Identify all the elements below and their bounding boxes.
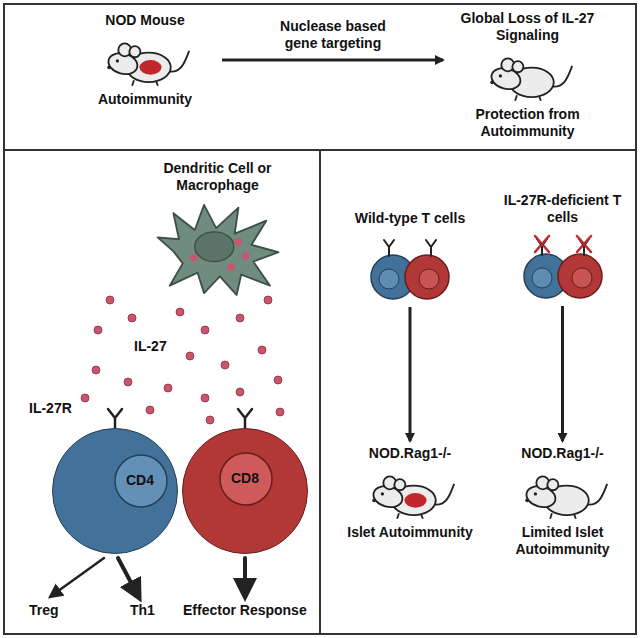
mouse-node: NOD MouseAutoimmunity [70,12,220,108]
mouse-caption: Limited Islet Autoimmunity [493,524,633,558]
cell-name: CD4 [126,472,154,489]
mouse-node: NOD.Rag1-/- Islet Autoimmunity [335,445,485,541]
mouse-caption: Autoimmunity [98,91,192,108]
mouse-illustration [99,32,191,88]
mouse-illustration [482,47,574,103]
t-cell: CD8 [182,428,308,554]
cell-name: CD8 [231,470,259,487]
connector-arrow [409,307,412,441]
il27-receptors [108,409,252,430]
t-cell-pair-art [345,231,475,303]
mouse-illustration [517,465,609,521]
connector-arrow [561,306,564,441]
outcome-label: Th1 [130,602,155,619]
nucleus [53,429,176,552]
mouse-heading: NOD.Rag1-/- [369,445,451,462]
connector-arrow [222,59,443,62]
mouse-caption: Islet Autoimmunity [347,524,473,541]
output-arrows [54,558,245,594]
mouse-heading: NOD Mouse [105,12,184,29]
dendritic-cell-shape [153,200,283,298]
panel-borders [4,4,636,634]
cell-label: Dendritic Cell or Macrophage [143,160,293,194]
il27-dots [81,296,284,424]
t-cell-pair-art [498,230,628,302]
dendritic-cell: Dendritic Cell or Macrophage [135,160,300,298]
nucleus [183,429,306,552]
receptor-label: IL-27R [29,400,72,417]
mouse-caption: Protection from Autoimmunity [453,106,603,140]
mouse-heading: NOD.Rag1-/- [521,445,603,462]
t-cell-pair: Wild-type T cells [340,210,480,303]
outcome-label: Treg [29,602,59,619]
cytokine-label: IL-27 [134,338,167,355]
edge-label: Nuclease based gene targeting [265,18,401,52]
group-label: Wild-type T cells [355,210,465,227]
mouse-heading: Global Loss of IL-27 Signaling [453,10,603,44]
t-cell-pair: IL-27R-deficient T cells [495,192,630,302]
outcome-label: Effector Response [183,602,307,619]
mouse-node: NOD.Rag1-/- Limited Islet Autoimmunity [490,445,635,558]
mouse-node: Global Loss of IL-27 SignalingProtection… [445,10,610,140]
mouse-illustration [364,465,456,521]
t-cell: CD4 [52,428,178,554]
group-label: IL-27R-deficient T cells [498,192,628,226]
